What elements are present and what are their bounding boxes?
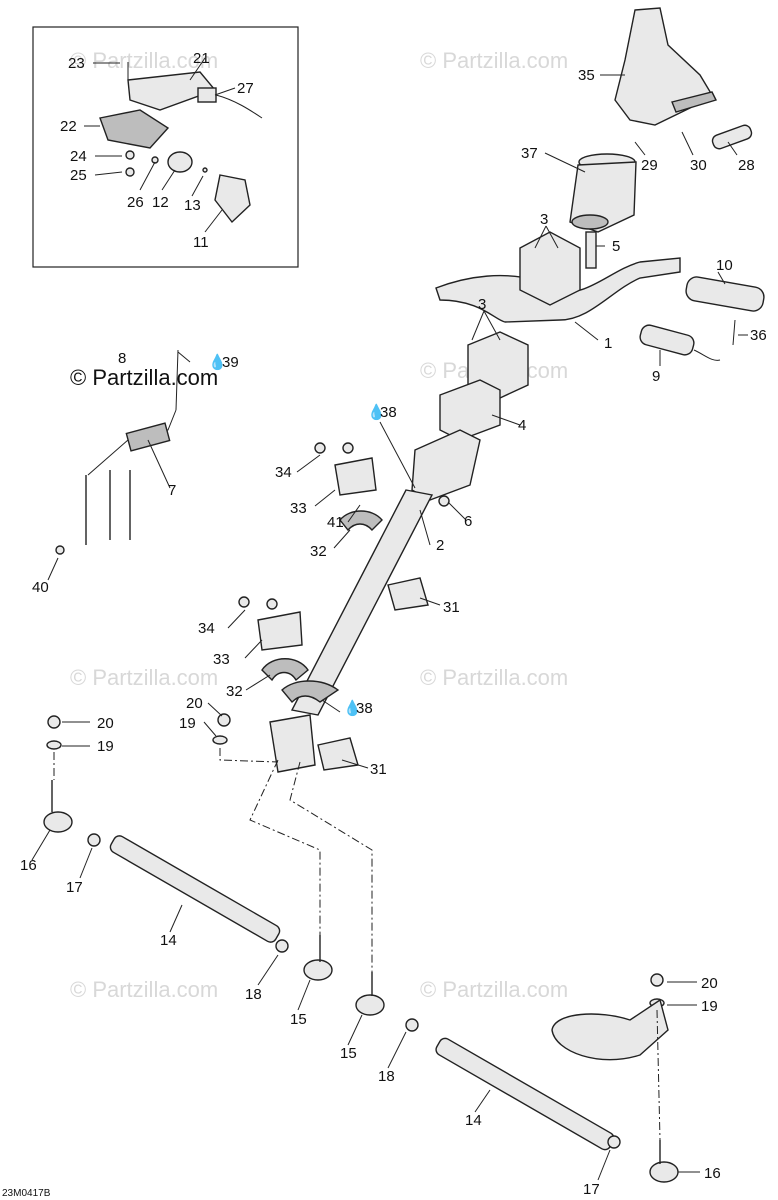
- watermark-text: © Partzilla.com: [420, 48, 568, 73]
- callout-24: 24: [70, 148, 87, 165]
- callout-21: 21: [193, 50, 210, 67]
- callout-14: 14: [160, 932, 177, 949]
- callout-13: 13: [184, 197, 201, 214]
- callout-39: 39: [222, 354, 239, 371]
- riser-block-4: [439, 379, 501, 441]
- callout-16: 16: [704, 1165, 721, 1182]
- callout-22: 22: [60, 118, 77, 135]
- tie-rod-14-left: [109, 835, 281, 943]
- watermark-text: © Partzilla.com: [420, 977, 568, 1002]
- bolt-5: [585, 231, 597, 269]
- steering-column-2: [290, 489, 434, 716]
- watermark-dark: © Partzilla.com: [70, 365, 218, 390]
- callout-17: 17: [66, 879, 83, 896]
- handlebar-pad-35: [614, 7, 717, 126]
- callout-32: 32: [310, 543, 327, 560]
- callout-26: 26: [127, 194, 144, 211]
- callout-4: 4: [518, 417, 526, 434]
- callout-3: 3: [540, 211, 548, 228]
- callout-19: 19: [97, 738, 114, 755]
- callout-19: 19: [701, 998, 718, 1015]
- callout-30: 30: [690, 157, 707, 174]
- callout-38: 38: [356, 700, 373, 717]
- callout-12: 12: [152, 194, 169, 211]
- frame-bracket: [551, 998, 669, 1061]
- column-bracket: [411, 429, 481, 501]
- callout-5: 5: [612, 238, 620, 255]
- callout-16: 16: [20, 857, 37, 874]
- callout-11: 11: [193, 234, 209, 251]
- leader-lines: [31, 57, 748, 1181]
- callout-9: 9: [652, 368, 660, 385]
- grip-10: [685, 276, 765, 312]
- callout-23: 23: [68, 55, 85, 72]
- watermark-text: © Partzilla.com: [70, 48, 218, 73]
- callout-28: 28: [738, 157, 755, 174]
- nuts-washers: [46, 442, 665, 1149]
- assembly-lines: [53, 748, 661, 1141]
- callout-35: 35: [578, 67, 595, 84]
- handlebar-1: [435, 257, 681, 323]
- callout-10: 10: [716, 257, 733, 274]
- callout-40: 40: [32, 579, 49, 596]
- watermark-text: © Partzilla.com: [70, 665, 218, 690]
- callout-3: 3: [478, 296, 486, 313]
- callout-8: 8: [118, 350, 126, 367]
- callout-36: 36: [750, 327, 767, 344]
- screw-36: [732, 319, 736, 346]
- callout-33: 33: [290, 500, 307, 517]
- callout-27: 27: [237, 80, 254, 97]
- grip-heater-9: [639, 324, 695, 356]
- callout-38: 38: [380, 404, 397, 421]
- callout-labels: 23 21 27 22 24 25 26 12 13 11 35 37 29 3…: [20, 50, 767, 1198]
- grease-symbol: 💧: [367, 403, 386, 421]
- callout-18: 18: [245, 986, 262, 1003]
- callout-34: 34: [198, 620, 215, 637]
- watermark-text: © Partzilla.com: [70, 977, 218, 1002]
- callout-31: 31: [443, 599, 460, 616]
- callout-2: 2: [436, 537, 444, 554]
- callout-20: 20: [186, 695, 203, 712]
- callout-20: 20: [701, 975, 718, 992]
- callout-15: 15: [290, 1011, 307, 1028]
- throttle-housing-parts: [99, 62, 263, 224]
- grease-symbol: 💧: [343, 699, 362, 717]
- callout-19: 19: [179, 715, 196, 732]
- steering-support-plate: [269, 714, 316, 773]
- inset-frame: [32, 26, 299, 268]
- callout-32: 32: [226, 683, 243, 700]
- callout-41: 41: [327, 514, 344, 531]
- callout-33: 33: [213, 651, 230, 668]
- callout-34: 34: [275, 464, 292, 481]
- callout-14: 14: [465, 1112, 482, 1129]
- callout-37: 37: [521, 145, 538, 162]
- callout-1: 1: [604, 335, 612, 352]
- callout-18: 18: [378, 1068, 395, 1085]
- diagram-code: 23M0417B: [2, 1188, 51, 1199]
- callout-7: 7: [168, 482, 176, 499]
- callout-20: 20: [97, 715, 114, 732]
- steering-boot-37: [569, 153, 637, 233]
- callout-6: 6: [464, 513, 472, 530]
- callout-15: 15: [340, 1045, 357, 1062]
- grip-28: [711, 124, 753, 150]
- callout-31: 31: [370, 761, 387, 778]
- grease-symbol: 💧: [208, 353, 227, 371]
- watermarks: © Partzilla.com © Partzilla.com © Partzi…: [70, 48, 568, 1002]
- ball-joints: [43, 780, 679, 1183]
- callout-17: 17: [583, 1181, 600, 1198]
- nut-40: [55, 545, 65, 555]
- callout-25: 25: [70, 167, 87, 184]
- watermark-text: © Partzilla.com: [420, 665, 568, 690]
- callout-29: 29: [641, 157, 658, 174]
